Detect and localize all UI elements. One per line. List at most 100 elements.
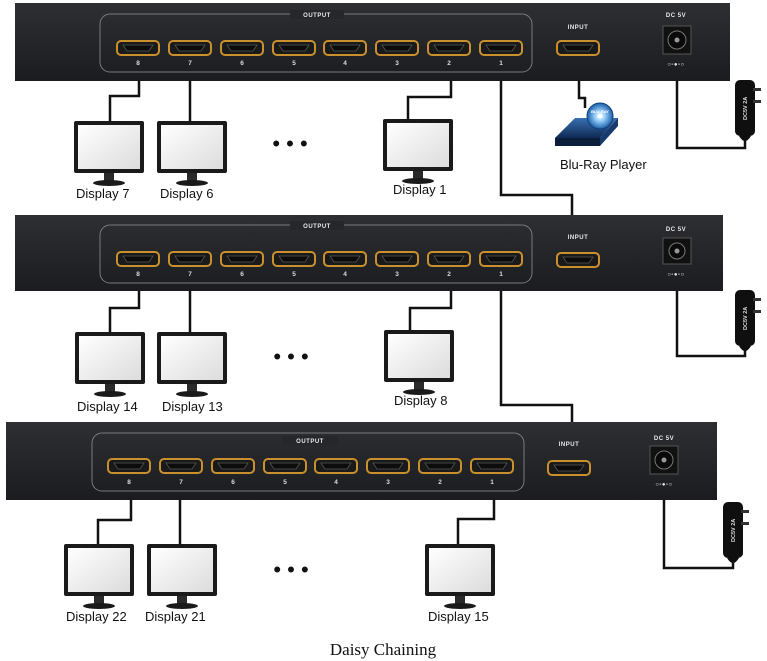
power-adapter-3: DC5V 2A <box>723 502 749 563</box>
diagram-caption: Daisy Chaining <box>330 640 437 659</box>
splitter-2: OUTPUT 8 7 6 5 4 3 2 1 INPUT DC 5V ○-●-○ <box>15 215 723 291</box>
display-label: Display 21 <box>145 609 206 624</box>
hdmi-port <box>427 40 471 56</box>
monitor-icon <box>384 330 454 395</box>
hdmi-port <box>470 458 514 474</box>
hdmi-port <box>479 40 523 56</box>
hdmi-port <box>220 40 264 56</box>
display-label: Display 15 <box>428 609 489 624</box>
display-label: Display 1 <box>393 182 446 197</box>
monitor-icon <box>74 121 144 186</box>
port-number: 3 <box>395 60 399 67</box>
bluray-player: BLU-RAY Blu-Ray Player <box>555 102 647 172</box>
hdmi-port <box>116 40 160 56</box>
input-label: INPUT <box>568 25 589 31</box>
monitor-icon <box>157 121 227 186</box>
port-numbers: 8 7 6 5 4 3 2 1 <box>127 479 494 486</box>
cable-display-7 <box>108 72 141 122</box>
hdmi-port <box>272 40 316 56</box>
polarity-icon: ○-●-○ <box>655 482 672 488</box>
splitter-3: OUTPUT 8 7 6 5 4 3 2 1 INPUT DC 5V ○-●-○ <box>6 422 717 500</box>
display-label: Display 6 <box>160 186 213 201</box>
adapter-text: DC5V 2A <box>743 307 749 330</box>
hdmi-port <box>159 458 203 474</box>
port-number: 6 <box>240 271 244 278</box>
power-label: DC 5V <box>654 436 674 442</box>
adapter-text: DC5V 2A <box>743 97 749 120</box>
hdmi-port <box>479 251 523 267</box>
display-label: Display 8 <box>394 393 447 408</box>
port-number: 3 <box>386 479 390 486</box>
port-number: 5 <box>292 60 296 67</box>
power-label: DC 5V <box>666 227 686 233</box>
power-label: DC 5V <box>666 13 686 19</box>
port-number: 4 <box>343 60 347 67</box>
display-label: Display 13 <box>162 399 223 414</box>
hdmi-port <box>263 458 307 474</box>
cable-display-14 <box>108 283 141 333</box>
port-number: 3 <box>395 271 399 278</box>
power-adapter-1: DC5V 2A <box>735 80 761 141</box>
hdmi-port <box>211 458 255 474</box>
monitor-icon <box>147 544 217 609</box>
cable-power-2 <box>675 283 747 358</box>
input-hdmi-port <box>556 40 600 56</box>
port-number: 4 <box>334 479 338 486</box>
output-label: OUTPUT <box>296 439 324 445</box>
power-adapter-2: DC5V 2A <box>735 290 761 351</box>
display-label: Display 22 <box>66 609 127 624</box>
hdmi-port <box>116 251 160 267</box>
hdmi-port <box>418 458 462 474</box>
display-label: Display 14 <box>77 399 138 414</box>
hdmi-port <box>314 458 358 474</box>
cable-chain-1-2 <box>499 72 574 216</box>
hdmi-port <box>107 458 151 474</box>
hdmi-port <box>168 40 212 56</box>
hdmi-port <box>323 251 367 267</box>
polarity-icon: ○-●-○ <box>667 62 684 68</box>
input-hdmi-port <box>547 460 591 476</box>
port-number: 6 <box>231 479 235 486</box>
hdmi-port <box>220 251 264 267</box>
display-row-2: Display 14 Display 13 Display 8 • • • <box>75 330 454 414</box>
port-number: 2 <box>447 60 451 67</box>
hdmi-port <box>323 40 367 56</box>
port-number: 5 <box>283 479 287 486</box>
cable-chain-2-3 <box>499 283 574 425</box>
port-numbers: 8 7 6 5 4 3 2 1 <box>136 271 503 278</box>
monitor-icon <box>425 544 495 609</box>
cable-display-22 <box>96 490 133 545</box>
port-number: 8 <box>127 479 131 486</box>
port-number: 4 <box>343 271 347 278</box>
bluray-label: Blu-Ray Player <box>560 157 647 172</box>
polarity-icon: ○-●-○ <box>667 272 684 278</box>
port-number: 2 <box>438 479 442 486</box>
monitor-icon <box>75 332 145 397</box>
hdmi-port <box>375 251 419 267</box>
port-number: 2 <box>447 271 451 278</box>
port-number: 7 <box>188 60 192 67</box>
monitor-icon <box>383 119 453 184</box>
port-numbers: 8 7 6 5 4 3 2 1 <box>136 60 503 67</box>
monitor-icon <box>64 544 134 609</box>
output-label: OUTPUT <box>303 224 331 230</box>
display-label: Display 7 <box>76 186 129 201</box>
port-number: 7 <box>179 479 183 486</box>
adapter-text: DC5V 2A <box>731 519 737 542</box>
port-number: 5 <box>292 271 296 278</box>
cable-display-15 <box>456 490 496 545</box>
ellipsis: • • • <box>273 344 308 369</box>
display-row-1: Display 7 Display 6 Display 1 • • • <box>74 119 453 201</box>
port-number: 1 <box>499 271 503 278</box>
display-row-3: Display 22 Display 21 Display 15 • • • <box>64 544 495 624</box>
output-label: OUTPUT <box>303 13 331 19</box>
ellipsis: • • • <box>273 557 308 582</box>
hdmi-port <box>375 40 419 56</box>
hdmi-port <box>366 458 410 474</box>
port-number: 8 <box>136 60 140 67</box>
input-hdmi-port <box>556 252 600 268</box>
hdmi-port <box>427 251 471 267</box>
cable-power-1 <box>675 72 747 150</box>
port-number: 8 <box>136 271 140 278</box>
splitter-1: OUTPUT 8 7 6 5 4 3 2 1 INPUT DC 5V ○-●-○ <box>15 3 730 81</box>
